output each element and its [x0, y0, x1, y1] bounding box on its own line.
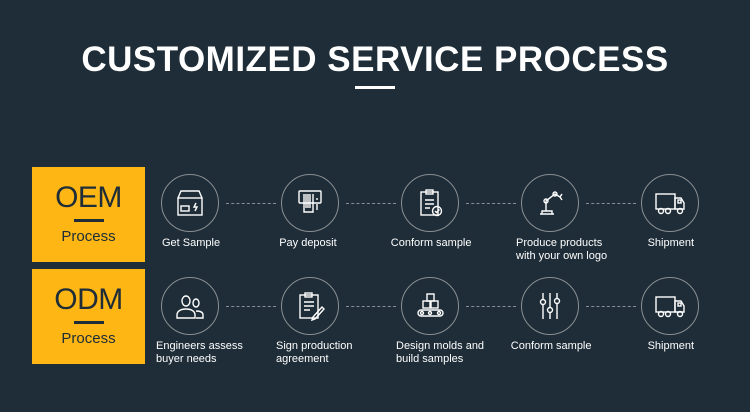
step-circle: [521, 174, 579, 232]
step-circle: [401, 277, 459, 335]
badge-divider: [74, 219, 104, 222]
step-label-line: Conform sample: [510, 340, 592, 352]
connector-line: [346, 203, 396, 204]
connector-line: [586, 203, 636, 204]
payment-icon: [298, 190, 322, 213]
step-label: Get Sample: [162, 237, 220, 250]
step-label-line: agreement: [276, 353, 329, 365]
step-circle: [161, 277, 219, 335]
sliders-icon: [539, 293, 561, 319]
page-title: CUSTOMIZED SERVICE PROCESS: [81, 40, 669, 79]
step-circle: [401, 174, 459, 232]
step-label-line: build samples: [396, 353, 464, 365]
step-label-line: Pay deposit: [279, 237, 337, 249]
badge-subtitle: Process: [61, 228, 116, 245]
step-label: Conform sample: [391, 237, 472, 250]
step-circle: [521, 277, 579, 335]
step-label-line: Design molds and: [396, 340, 485, 352]
step-label: Pay deposit: [279, 237, 336, 250]
connector-line: [226, 306, 276, 307]
clipboard-pen-icon: [299, 292, 325, 322]
title-underline: [355, 86, 395, 89]
step-label: Shipment: [648, 340, 694, 353]
step-label-line: Get Sample: [162, 237, 221, 249]
box-icon: [177, 190, 203, 216]
badge-subtitle: Process: [61, 330, 116, 347]
connector-line: [466, 306, 516, 307]
step-label-line: Conform sample: [390, 237, 472, 249]
step-label: Conform sample: [511, 340, 592, 353]
truck-icon: [655, 193, 685, 215]
clipboard-check-icon: [420, 189, 443, 217]
badge-title: OEM: [55, 181, 122, 214]
step-circle: [641, 174, 699, 232]
connector-line: [346, 306, 396, 307]
robot-arm-icon: [540, 191, 563, 215]
step-label: Shipment: [648, 237, 694, 250]
users-icon: [176, 295, 204, 319]
oem-badge: OEM Process: [32, 167, 145, 262]
truck-icon: [655, 296, 685, 318]
step-circle: [161, 174, 219, 232]
conveyor-icon: [417, 293, 444, 317]
step-label-line: buyer needs: [156, 353, 217, 365]
badge-title: ODM: [54, 283, 123, 316]
step-label-line: Sign production: [276, 340, 353, 352]
step-label-line: with your own logo: [516, 250, 608, 262]
step-label-line: Shipment: [647, 340, 695, 352]
step-label-line: Shipment: [647, 237, 695, 249]
step-label-line: Engineers assess: [156, 340, 243, 352]
step-circle: [281, 277, 339, 335]
connector-line: [466, 203, 516, 204]
connector-line: [226, 203, 276, 204]
step-label-line: Produce products: [516, 237, 603, 249]
badge-divider: [74, 321, 104, 324]
connector-line: [586, 306, 636, 307]
step-circle: [641, 277, 699, 335]
step-circle: [281, 174, 339, 232]
odm-badge: ODM Process: [32, 269, 145, 364]
